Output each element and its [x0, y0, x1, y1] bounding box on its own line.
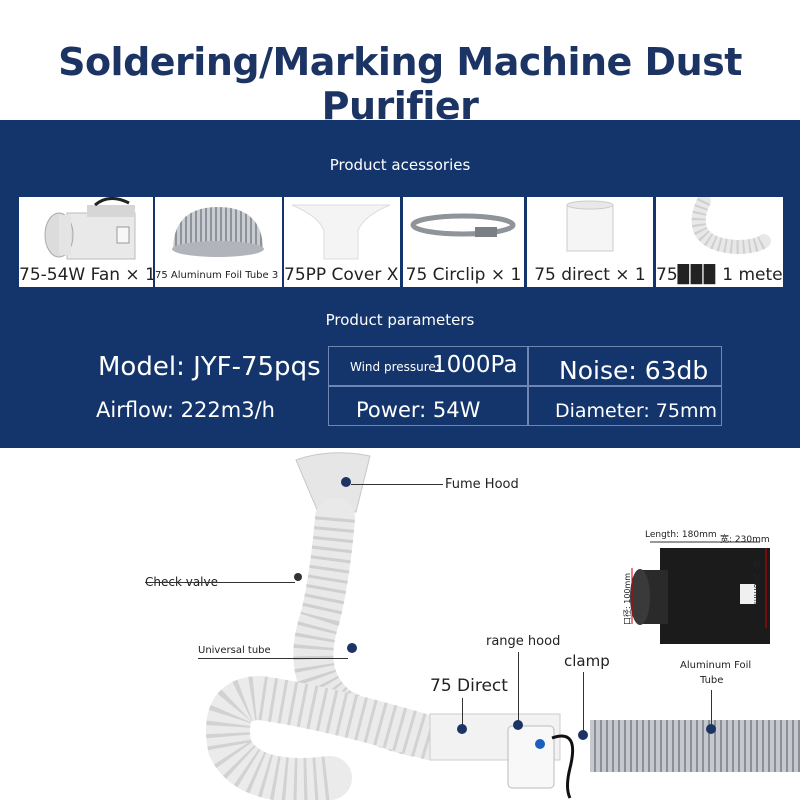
noise-value: Noise: 63db	[559, 356, 709, 385]
range-hood-marker	[513, 720, 523, 730]
accessory-label: 75 direct × 1	[534, 265, 646, 285]
circlip-image	[410, 213, 516, 237]
fume-hood-shape	[295, 452, 371, 513]
model-value: Model: JYF-75pqs	[98, 352, 321, 382]
leader-line	[711, 690, 712, 726]
cover-image	[291, 204, 391, 260]
accessory-universal-tube: 75▉▉▉ 1 meter × 1	[656, 197, 783, 287]
fume-hood-label: Fume Hood	[445, 477, 519, 492]
page-title: Soldering/Marking Machine Dust Purifier	[58, 40, 742, 128]
leader-line	[198, 658, 348, 659]
accessory-fan: 75-54W Fan × 1	[19, 197, 153, 287]
aluminum-foil-label: Aluminum Foil	[680, 660, 752, 671]
accessory-pp-cover: 75PP Cover X1	[284, 197, 400, 287]
accessory-label: 75▉▉▉ 1 meter × 1	[656, 265, 783, 285]
leader-line	[462, 698, 463, 726]
clamp-marker	[578, 730, 588, 740]
leader-line	[518, 652, 519, 722]
accessory-foil-tube: 75 Aluminum Foil Tube 3 meters × 1	[155, 197, 282, 287]
fan-image	[44, 197, 136, 260]
table-cell	[328, 346, 528, 386]
aluminum-foil-label-2: Tube	[700, 675, 724, 686]
product-diagram	[206, 452, 800, 800]
universal-tube-marker	[347, 643, 357, 653]
direct-pipe-image	[566, 200, 614, 252]
accessories-heading: Product acessories	[329, 156, 471, 174]
universal-tube-label: Universal tube	[198, 645, 271, 656]
universal-tube-image	[691, 197, 771, 255]
height-dimension: 高: 200mm	[752, 560, 761, 605]
universal-tube-ribs	[293, 516, 431, 758]
accessory-label: 75PP Cover X1	[284, 265, 400, 285]
outlet-dimension: 口径: 100mm	[623, 572, 632, 625]
range-hood-label: range hood	[486, 634, 561, 649]
wind-pressure-label: Wind pressure:	[350, 360, 440, 374]
wind-pressure-value: 1000Pa	[432, 352, 518, 378]
accessory-label: 75 Circlip × 1	[405, 265, 522, 285]
controller-knob	[535, 739, 545, 749]
foil-tube-image	[172, 207, 264, 257]
table-cell	[528, 386, 722, 426]
airflow-value: Airflow: 222m3/h	[96, 398, 275, 422]
fume-hood-marker	[341, 477, 351, 487]
leader-line	[145, 582, 295, 583]
power-cable	[551, 734, 575, 799]
accessory-label: 75 Aluminum Foil Tube 3 meters × 1	[155, 270, 282, 281]
aluminum-foil-tube-shape	[590, 720, 800, 772]
aluminum-foil-marker	[706, 724, 716, 734]
clamp-label: clamp	[564, 652, 610, 670]
table-cell	[528, 346, 722, 386]
table-cell	[328, 386, 528, 426]
length-dimension: Length: 180mm	[645, 530, 717, 540]
check-valve-marker	[294, 573, 302, 581]
direct-label: 75 Direct	[430, 676, 508, 696]
fan-label-sticker	[740, 584, 756, 604]
width-dimension: 宽: 230mm	[720, 535, 770, 545]
parameter-table: Model: JYF-75pqs Wind pressure: 1000Pa N…	[92, 344, 722, 428]
lower-hose-shape	[206, 675, 452, 800]
accessory-circlip: 75 Circlip × 1	[403, 197, 524, 287]
accessory-label: 75-54W Fan × 1	[19, 265, 153, 285]
direct-marker	[457, 724, 467, 734]
power-value: Power: 54W	[356, 398, 481, 422]
speed-controller-shape	[507, 725, 555, 789]
diameter-value: Diameter: 75mm	[555, 400, 718, 422]
parameters-heading: Product parameters	[325, 311, 475, 329]
accessory-direct: 75 direct × 1	[527, 197, 653, 287]
fan-inlet-opening	[630, 569, 650, 625]
leader-line	[583, 672, 584, 732]
leader-line	[351, 484, 443, 485]
